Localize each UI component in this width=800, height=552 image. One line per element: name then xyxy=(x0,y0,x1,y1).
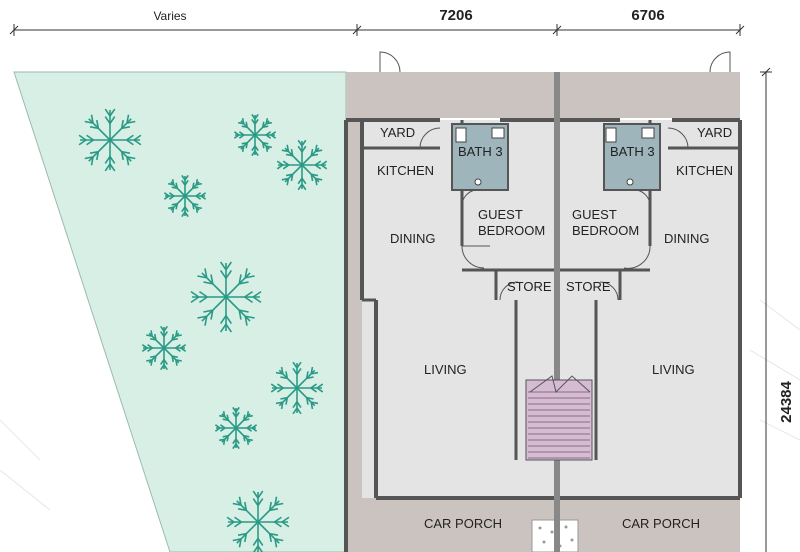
tree-icon xyxy=(270,361,324,415)
dimension-varies: Varies xyxy=(153,9,186,23)
tree-icon xyxy=(141,325,187,371)
tree-icon xyxy=(226,490,290,552)
bath-fixtures xyxy=(455,127,655,186)
party-wall xyxy=(554,72,560,552)
label-yard-right: YARD xyxy=(697,125,732,140)
label-living-right: LIVING xyxy=(652,362,695,377)
tree-icon xyxy=(190,261,262,333)
background-contours xyxy=(0,299,800,511)
walls xyxy=(344,118,742,552)
label-guest-bedroom-right-2: BEDROOM xyxy=(572,223,639,238)
label-dining-left: DINING xyxy=(390,231,436,246)
label-car-porch-left: CAR PORCH xyxy=(424,516,502,531)
label-yard-left: YARD xyxy=(380,125,415,140)
label-living-left: LIVING xyxy=(424,362,467,377)
tree-icon xyxy=(233,113,277,157)
stair-arrow xyxy=(529,375,591,393)
label-guest-bedroom-left-1: GUEST xyxy=(478,207,523,222)
label-guest-bedroom-right-1: GUEST xyxy=(572,207,617,222)
top-strip-right xyxy=(560,72,740,118)
garden-area xyxy=(13,71,347,552)
staircase xyxy=(525,379,593,461)
door-swings xyxy=(379,51,731,301)
tree-icon xyxy=(78,108,142,172)
label-car-porch-right: CAR PORCH xyxy=(622,516,700,531)
garden-trees xyxy=(78,108,328,552)
tree-icon xyxy=(214,406,258,450)
dimension-depth: 24384 xyxy=(778,380,795,422)
dimension-lines xyxy=(9,24,772,552)
label-store-right: STORE xyxy=(566,279,611,294)
label-bath-left: BATH 3 xyxy=(458,144,503,159)
dimension-left-unit-width: 7206 xyxy=(439,7,472,24)
label-kitchen-left: KITCHEN xyxy=(377,163,434,178)
label-kitchen-right: KITCHEN xyxy=(676,163,733,178)
top-strip-left xyxy=(346,72,554,118)
label-bath-right: BATH 3 xyxy=(610,144,655,159)
label-guest-bedroom-left-2: BEDROOM xyxy=(478,223,545,238)
car-porch-left xyxy=(376,498,554,552)
label-store-left: STORE xyxy=(507,279,552,294)
tree-icon xyxy=(276,139,328,191)
tree-icon xyxy=(163,174,207,218)
car-porch-right xyxy=(560,498,740,552)
stair-treads xyxy=(528,391,590,459)
dimension-right-unit-width: 6706 xyxy=(631,7,664,24)
label-dining-right: DINING xyxy=(664,231,710,246)
